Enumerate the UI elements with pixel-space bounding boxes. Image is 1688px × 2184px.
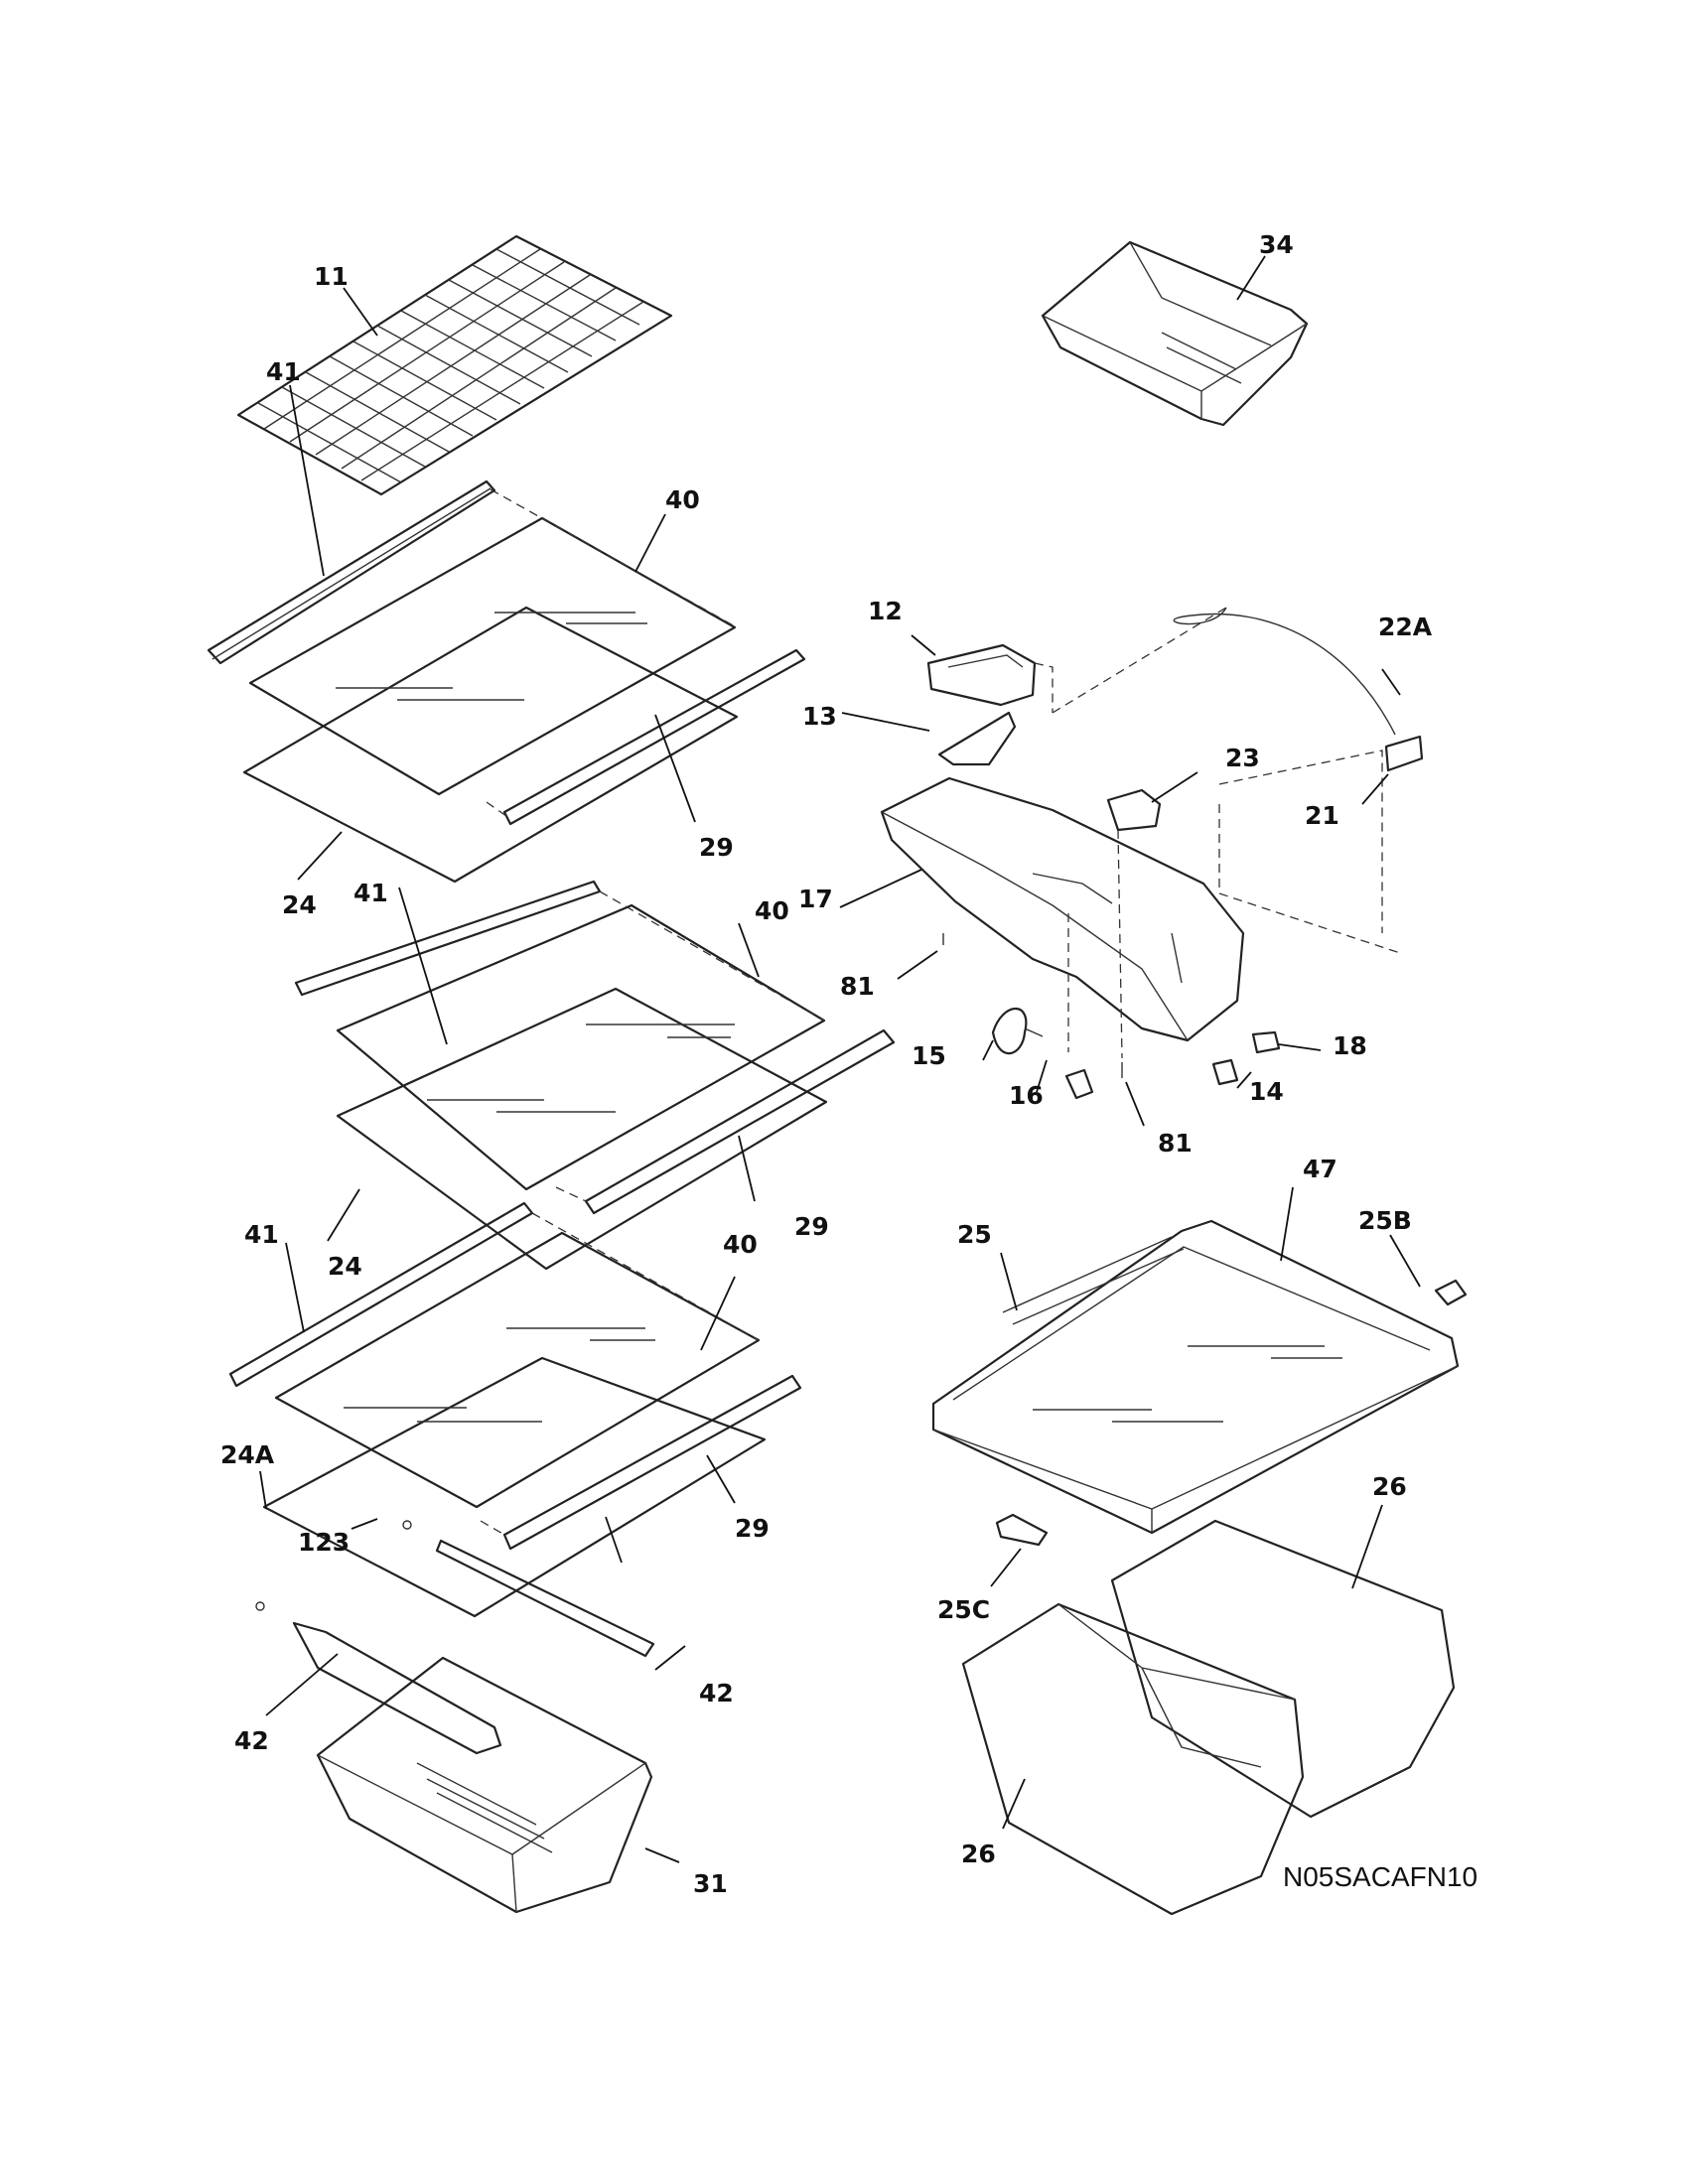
callout-41: 41 xyxy=(353,879,388,907)
callout-29: 29 xyxy=(735,1514,770,1543)
callout-17: 17 xyxy=(798,885,833,913)
callout-41: 41 xyxy=(266,357,301,386)
callout-29: 29 xyxy=(794,1212,829,1241)
callout-40: 40 xyxy=(665,485,700,514)
shelf-assembly-top xyxy=(207,479,806,884)
callout-25c: 25C xyxy=(937,1595,990,1624)
callout-34: 34 xyxy=(1259,230,1294,259)
wire-shelf xyxy=(236,234,673,496)
crisper-drawers xyxy=(961,1513,1456,1916)
callout-40: 40 xyxy=(723,1230,758,1259)
callout-14: 14 xyxy=(1249,1077,1284,1106)
callout-81: 81 xyxy=(1158,1129,1193,1158)
callout-24: 24 xyxy=(328,1252,362,1281)
callout-81: 81 xyxy=(840,972,875,1001)
callout-26: 26 xyxy=(1372,1472,1407,1501)
callout-24a: 24A xyxy=(220,1440,275,1469)
callout-21: 21 xyxy=(1305,801,1339,830)
callout-16: 16 xyxy=(1009,1081,1044,1110)
bin-34 xyxy=(1041,240,1309,427)
callout-labels: 11 34 41 40 29 24 41 40 29 24 41 40 29 2… xyxy=(220,230,1477,1898)
callout-12: 12 xyxy=(868,597,903,625)
callout-25: 25 xyxy=(957,1220,992,1249)
callout-42: 42 xyxy=(699,1679,734,1707)
leader-lines xyxy=(259,255,1421,1863)
callout-42: 42 xyxy=(234,1726,269,1755)
callout-24: 24 xyxy=(282,890,317,919)
callout-18: 18 xyxy=(1333,1031,1367,1060)
shelf-assembly-bottom xyxy=(228,1201,802,1658)
callout-29: 29 xyxy=(699,833,734,862)
callout-22a: 22A xyxy=(1378,613,1433,641)
diagram-code: N05SACAFN10 xyxy=(1283,1861,1477,1892)
callout-123: 123 xyxy=(298,1528,350,1557)
callout-23: 23 xyxy=(1225,744,1260,772)
callout-41: 41 xyxy=(244,1220,279,1249)
callout-31: 31 xyxy=(693,1869,728,1898)
callout-47: 47 xyxy=(1303,1155,1337,1183)
crisper-31 xyxy=(292,1621,653,1914)
shelf-assembly-middle xyxy=(294,880,896,1271)
callout-40: 40 xyxy=(755,896,789,925)
callout-13: 13 xyxy=(802,702,837,731)
callout-15: 15 xyxy=(912,1041,946,1070)
callout-11: 11 xyxy=(314,262,349,291)
crisper-cover xyxy=(931,1219,1468,1535)
callout-25b: 25B xyxy=(1358,1206,1412,1235)
callout-26: 26 xyxy=(961,1840,996,1868)
light-housing-assembly xyxy=(880,607,1424,1100)
